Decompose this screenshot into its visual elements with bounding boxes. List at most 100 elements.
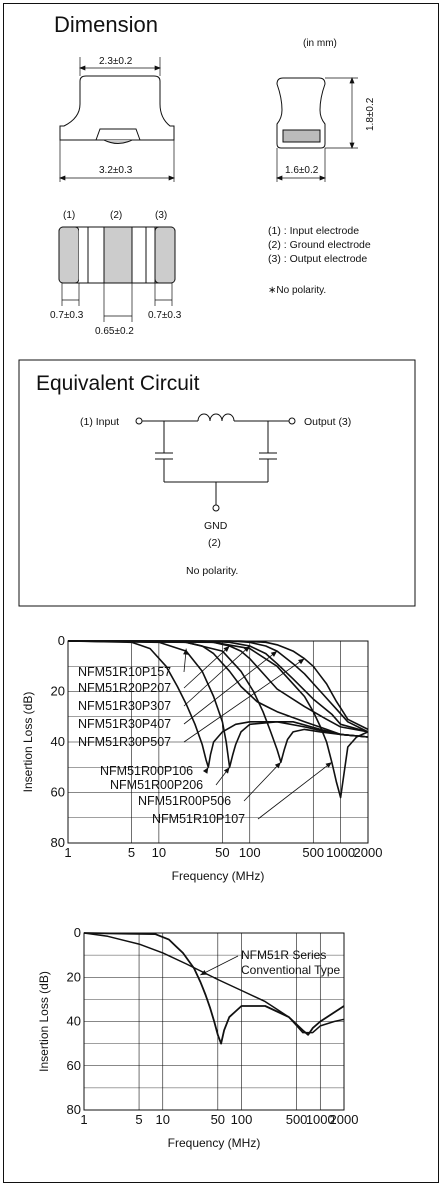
series-line-nfm51r00p506 bbox=[67, 640, 369, 763]
series-label: NFM51R20P207 bbox=[78, 681, 171, 695]
dim-bottom-width bbox=[59, 140, 175, 182]
leader-arrow bbox=[223, 646, 230, 653]
leader-arrow bbox=[274, 762, 281, 769]
polarity-note: ∗No polarity. bbox=[268, 285, 326, 296]
series-line-nfm51r00p106 bbox=[67, 640, 369, 769]
legend-output: (3) : Output electrode bbox=[268, 253, 367, 265]
circuit-output-label: Output (3) bbox=[304, 416, 351, 428]
y-tick-label: 0 bbox=[58, 633, 65, 648]
side-width-label: 1.6±0.2 bbox=[285, 165, 319, 176]
height-label: 1.8±0.2 bbox=[365, 97, 376, 131]
chip-top-view bbox=[58, 226, 176, 284]
leader-arrow bbox=[243, 646, 250, 653]
x-tick-label: 100 bbox=[239, 845, 261, 860]
y-axis-label: Insertion Loss (dB) bbox=[21, 692, 35, 793]
leader-arrow bbox=[202, 767, 209, 774]
series-label: NFM51R30P407 bbox=[78, 717, 171, 731]
leader-line bbox=[257, 761, 333, 820]
legend-input: (1) : Input electrode bbox=[268, 225, 359, 237]
series-label: NFM51R00P206 bbox=[110, 778, 203, 792]
x-tick-label: 500 bbox=[302, 845, 324, 860]
x-tick-label: 50 bbox=[211, 1112, 225, 1127]
y-axis-label: Insertion Loss (dB) bbox=[37, 971, 51, 1072]
series-line-nfm51r-series bbox=[83, 932, 345, 1045]
page-frame bbox=[3, 3, 439, 1183]
leader-line bbox=[200, 955, 239, 976]
y-tick-label: 80 bbox=[51, 835, 65, 850]
center-band-label: 0.65±0.2 bbox=[95, 326, 134, 337]
x-tick-label: 2000 bbox=[354, 845, 383, 860]
series-label: NFM51R30P307 bbox=[78, 699, 171, 713]
chip-front-view bbox=[59, 75, 175, 144]
y-tick-label: 60 bbox=[51, 785, 65, 800]
x-tick-label: 50 bbox=[215, 845, 229, 860]
dimension-title: Dimension bbox=[54, 12, 158, 37]
y-tick-label: 20 bbox=[67, 969, 81, 984]
series-label: NFM51R00P106 bbox=[100, 764, 193, 778]
leader-line bbox=[183, 650, 278, 725]
dim-side-width bbox=[276, 148, 326, 182]
x-tick-label: 1000 bbox=[306, 1112, 335, 1127]
x-tick-label: 5 bbox=[128, 845, 135, 860]
unit-note: (in mm) bbox=[303, 38, 337, 49]
leader-line bbox=[183, 645, 230, 689]
leader-arrow bbox=[223, 767, 230, 774]
right-band-label: 0.7±0.3 bbox=[148, 310, 182, 321]
dim-top-width bbox=[79, 57, 161, 76]
left-band-label: 0.7±0.3 bbox=[50, 310, 84, 321]
circuit-box bbox=[18, 359, 416, 607]
y-tick-label: 60 bbox=[67, 1058, 81, 1073]
leader-line bbox=[243, 761, 282, 802]
x-tick-label: 10 bbox=[156, 1112, 170, 1127]
circuit-note: No polarity. bbox=[186, 565, 238, 577]
y-tick-label: 40 bbox=[51, 734, 65, 749]
series-label: NFM51R Series bbox=[241, 948, 326, 962]
x-tick-label: 1000 bbox=[326, 845, 355, 860]
dim-height bbox=[325, 77, 358, 149]
x-tick-label: 10 bbox=[152, 845, 166, 860]
circuit-diagram bbox=[135, 413, 296, 512]
series-label: NFM51R30P507 bbox=[78, 735, 171, 749]
x-tick-label: 1 bbox=[80, 1112, 87, 1127]
circuit-gnd-number: (2) bbox=[208, 537, 221, 549]
leader-arrow bbox=[200, 970, 207, 976]
x-tick-label: 100 bbox=[231, 1112, 253, 1127]
x-axis-label: Frequency (MHz) bbox=[168, 1136, 261, 1150]
series-line-nfm51r00p206 bbox=[67, 640, 369, 769]
leader-arrow bbox=[325, 762, 332, 768]
y-tick-label: 80 bbox=[67, 1102, 81, 1117]
x-tick-label: 500 bbox=[286, 1112, 308, 1127]
dim-bands bbox=[61, 283, 173, 322]
terminal-1-label: (1) bbox=[63, 210, 75, 221]
y-tick-label: 0 bbox=[74, 925, 81, 940]
series-label: NFM51R10P107 bbox=[152, 812, 245, 826]
leader-arrow bbox=[270, 651, 278, 657]
x-tick-label: 1 bbox=[64, 845, 71, 860]
circuit-title: Equivalent Circuit bbox=[36, 372, 200, 395]
leader-arrow bbox=[298, 658, 305, 665]
top-width-label: 2.3±0.2 bbox=[99, 56, 133, 67]
chip-side-view bbox=[276, 77, 326, 149]
x-axis-label: Frequency (MHz) bbox=[172, 869, 265, 883]
leader-line bbox=[183, 658, 305, 743]
leader-line bbox=[183, 645, 251, 707]
y-tick-label: 20 bbox=[51, 684, 65, 699]
y-tick-label: 40 bbox=[67, 1014, 81, 1029]
series-label: NFM51R00P506 bbox=[138, 794, 231, 808]
leader-arrow bbox=[183, 648, 189, 655]
circuit-gnd-label: GND bbox=[204, 520, 228, 532]
series-label: Conventional Type bbox=[241, 963, 341, 977]
series-label: NFM51R10P157 bbox=[78, 665, 171, 679]
x-tick-label: 2000 bbox=[330, 1112, 359, 1127]
series-line-nfm51r10p107 bbox=[67, 640, 369, 799]
circuit-input-label: (1) Input bbox=[80, 416, 119, 428]
bottom-width-label: 3.2±0.3 bbox=[99, 165, 133, 176]
x-tick-label: 5 bbox=[135, 1112, 142, 1127]
series-line-nfm51r30p507 bbox=[68, 640, 369, 731]
terminal-3-label: (3) bbox=[155, 210, 167, 221]
legend-ground: (2) : Ground electrode bbox=[268, 239, 371, 251]
terminal-2-label: (2) bbox=[110, 210, 122, 221]
